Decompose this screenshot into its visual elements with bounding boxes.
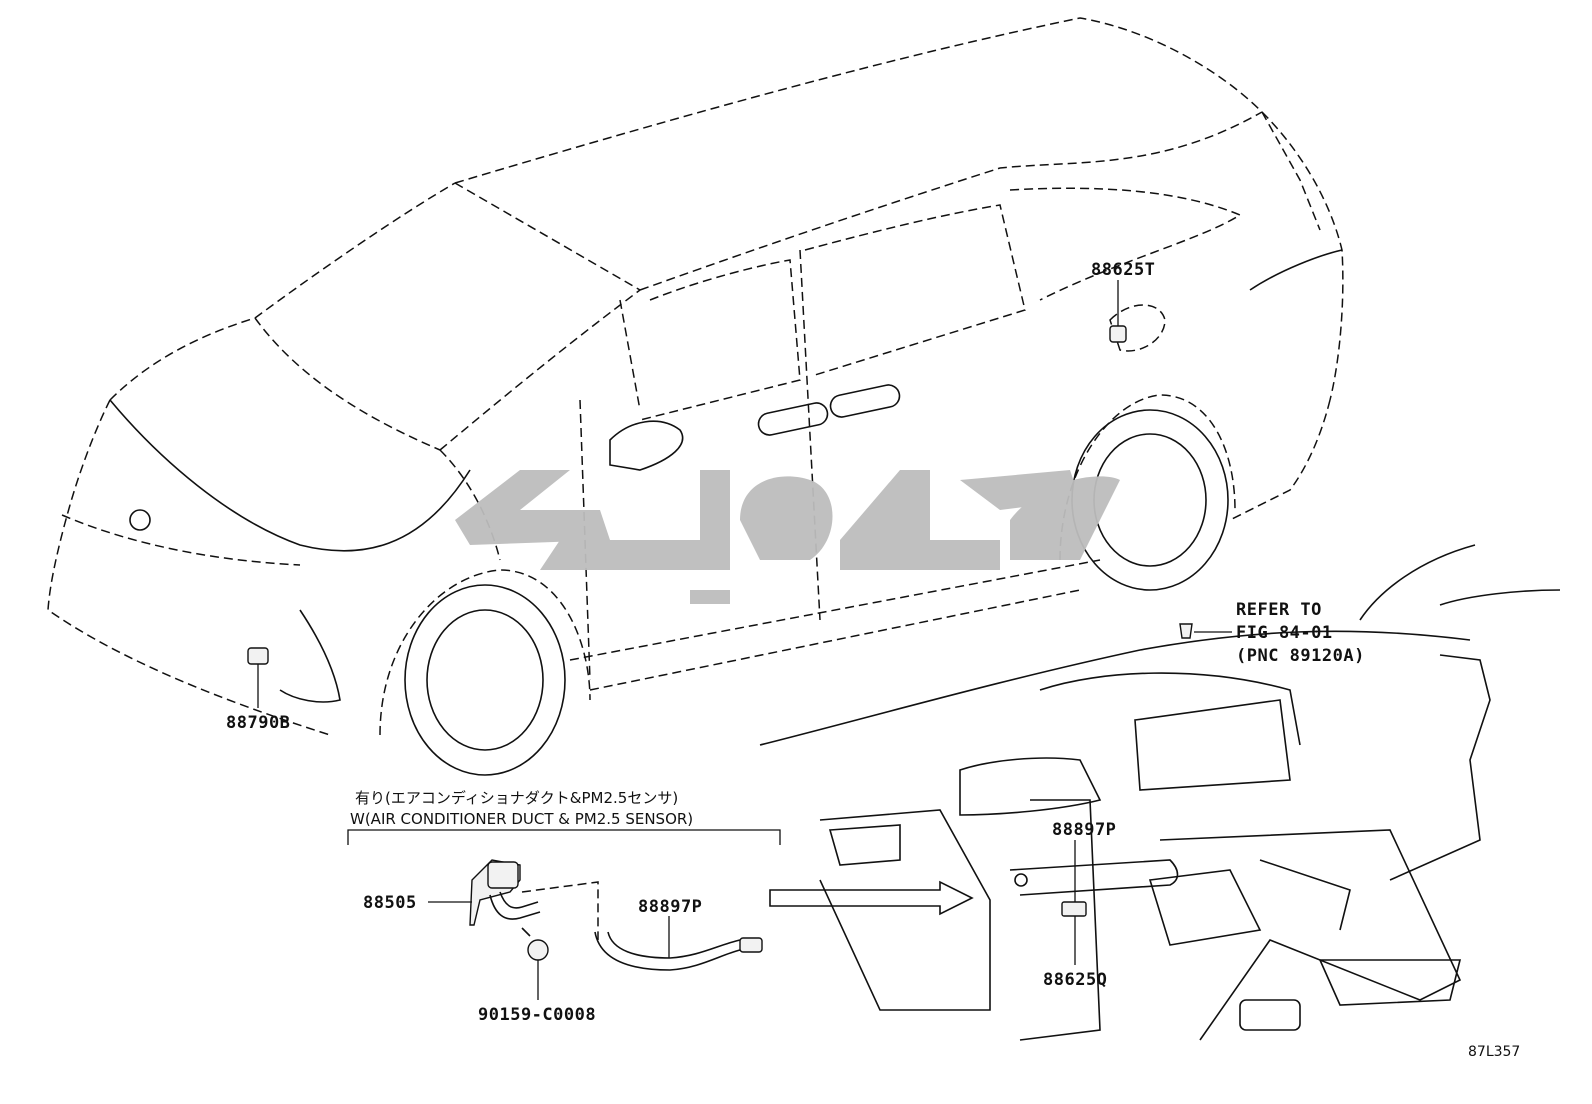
front-wheel — [379, 569, 591, 776]
refer-line-1: REFER TO — [1236, 600, 1322, 620]
refer-line-2: FIG 84-01 — [1236, 623, 1333, 643]
callout-88505: 88505 — [363, 893, 417, 913]
callout-88625T: 88625T — [1091, 260, 1155, 280]
front-sensor-part — [247, 647, 269, 665]
dash-sensor-part — [1061, 901, 1087, 917]
bolt-icon — [527, 939, 549, 961]
callout-88625Q: 88625Q — [1043, 970, 1107, 990]
option-note-en: W(AIR CONDITIONER DUCT & PM2.5 SENSOR) — [350, 810, 693, 828]
vehicle-outline — [47, 17, 1344, 776]
leader-lines — [257, 280, 1232, 1000]
fuel-door-sensor-part — [1109, 325, 1127, 343]
callout-88897P-dash: 88897P — [1052, 820, 1116, 840]
callout-88897P-detail: 88897P — [638, 897, 702, 917]
callout-90159-C0008: 90159-C0008 — [478, 1005, 596, 1025]
option-note-jp: 有り(エアコンディショナダクト&PM2.5センサ) — [355, 789, 678, 807]
dashboard-outline — [759, 544, 1561, 1041]
watermark-logo — [455, 470, 1120, 604]
callout-88790B: 88790B — [226, 713, 290, 733]
arrow-indicator — [769, 880, 974, 916]
figure-code: 87L357 — [1468, 1044, 1520, 1060]
refer-line-3: (PNC 89120A) — [1236, 646, 1365, 666]
clip-icon — [1179, 623, 1193, 639]
detail-group — [347, 829, 781, 971]
